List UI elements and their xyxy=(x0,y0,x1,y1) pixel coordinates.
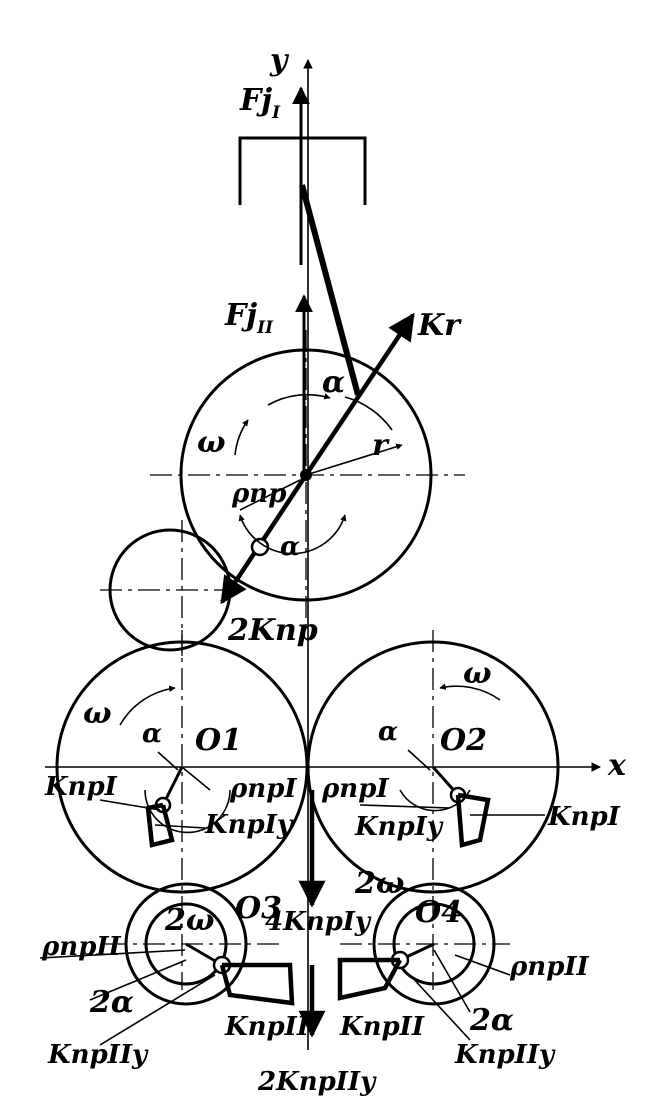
label-kpr1y-left: KпрIy xyxy=(204,810,294,840)
label-kpr2y-left: KпрIIy xyxy=(47,1040,149,1070)
o2-force-box xyxy=(455,792,491,848)
label-alpha-o2: α xyxy=(378,717,398,747)
label-rho-pr: ρпр xyxy=(231,479,286,509)
o3-2alpha-leader xyxy=(89,959,187,1001)
label-omega-o1: ω xyxy=(83,696,112,731)
label-two-alpha-left: 2α xyxy=(89,985,134,1020)
omega-arc-left xyxy=(234,419,249,456)
o4-rho-leader xyxy=(454,954,511,976)
label-o3: O3 xyxy=(235,891,282,926)
o1-kpr1y-leader xyxy=(154,824,206,829)
label-kr: Kr xyxy=(417,308,462,343)
o1-rho-leader xyxy=(181,766,211,791)
label-two-kpr2y: 2KпрIIy xyxy=(257,1067,377,1097)
o4-kpr2y-leader xyxy=(409,974,471,1041)
crank-pin xyxy=(300,469,312,481)
o3-force-box xyxy=(219,962,295,1006)
label-fj2: FjII xyxy=(224,298,274,338)
label-rho-pr2-right: ρпрII xyxy=(509,952,590,982)
label-o2: O2 xyxy=(440,723,487,758)
o3-rho-leader xyxy=(39,949,186,959)
label-r: r xyxy=(372,428,390,463)
label-four-kpr1y: 4KпрIy xyxy=(265,907,372,937)
label-two-omega-left: 2ω xyxy=(164,903,214,938)
o2-alpha-leader xyxy=(407,749,431,771)
label-kpr2y-right: KпрIIy xyxy=(454,1040,556,1070)
label-omega-crank: ω xyxy=(197,425,226,460)
label-axis-x: x xyxy=(607,748,627,783)
kr-force-arrow xyxy=(304,312,415,477)
label-o1: O1 xyxy=(195,723,242,758)
alpha-arc-crank xyxy=(344,396,393,431)
o2-omega-arc xyxy=(439,683,501,701)
label-rho-pr2-left: ρпрII xyxy=(41,932,122,962)
label-kpr1y-right: KпрIy xyxy=(354,812,444,842)
label-omega-o2: ω xyxy=(463,656,492,691)
label-kpr1-left: KпрI xyxy=(44,772,118,802)
o1-omega-arc xyxy=(119,685,176,726)
label-two-omega-right: 2ω xyxy=(354,866,404,901)
omega-arc-top xyxy=(267,393,331,406)
label-two-alpha-right: 2α xyxy=(469,1003,514,1038)
rho-pr-leader xyxy=(239,479,301,511)
label-alpha-small: α xyxy=(280,532,300,562)
o3-kpr2y-leader xyxy=(99,974,216,1046)
label-two-kpr: 2Kпр xyxy=(227,613,318,648)
label-axis-y: y xyxy=(269,43,290,78)
o2-kpr1y-leader xyxy=(359,804,451,809)
label-alpha-crank: α xyxy=(322,365,345,400)
label-fj1: FjI xyxy=(239,83,281,123)
label-kpr1-right: KпрI xyxy=(547,802,621,832)
o1-kpr1-leader xyxy=(99,799,161,811)
label-kpr2-left: KпрII xyxy=(224,1012,310,1042)
crank-radius-arrow xyxy=(305,443,403,476)
o4-2alpha-leader xyxy=(433,949,471,1013)
o1-force-box xyxy=(145,802,175,848)
label-rho-pr1-right: ρпрI xyxy=(321,774,389,804)
connecting-rod xyxy=(299,184,361,396)
label-alpha-o1: α xyxy=(142,719,162,749)
label-kpr2-right: KпрII xyxy=(339,1012,425,1042)
label-o4: O4 xyxy=(415,895,462,930)
two-kpr-force-arrow xyxy=(220,473,308,605)
alpha-arc-bottom xyxy=(238,514,347,555)
o1-alpha-leader xyxy=(157,751,179,771)
o4-force-box xyxy=(337,957,402,1001)
label-rho-pr1-left: ρпрI xyxy=(229,774,297,804)
